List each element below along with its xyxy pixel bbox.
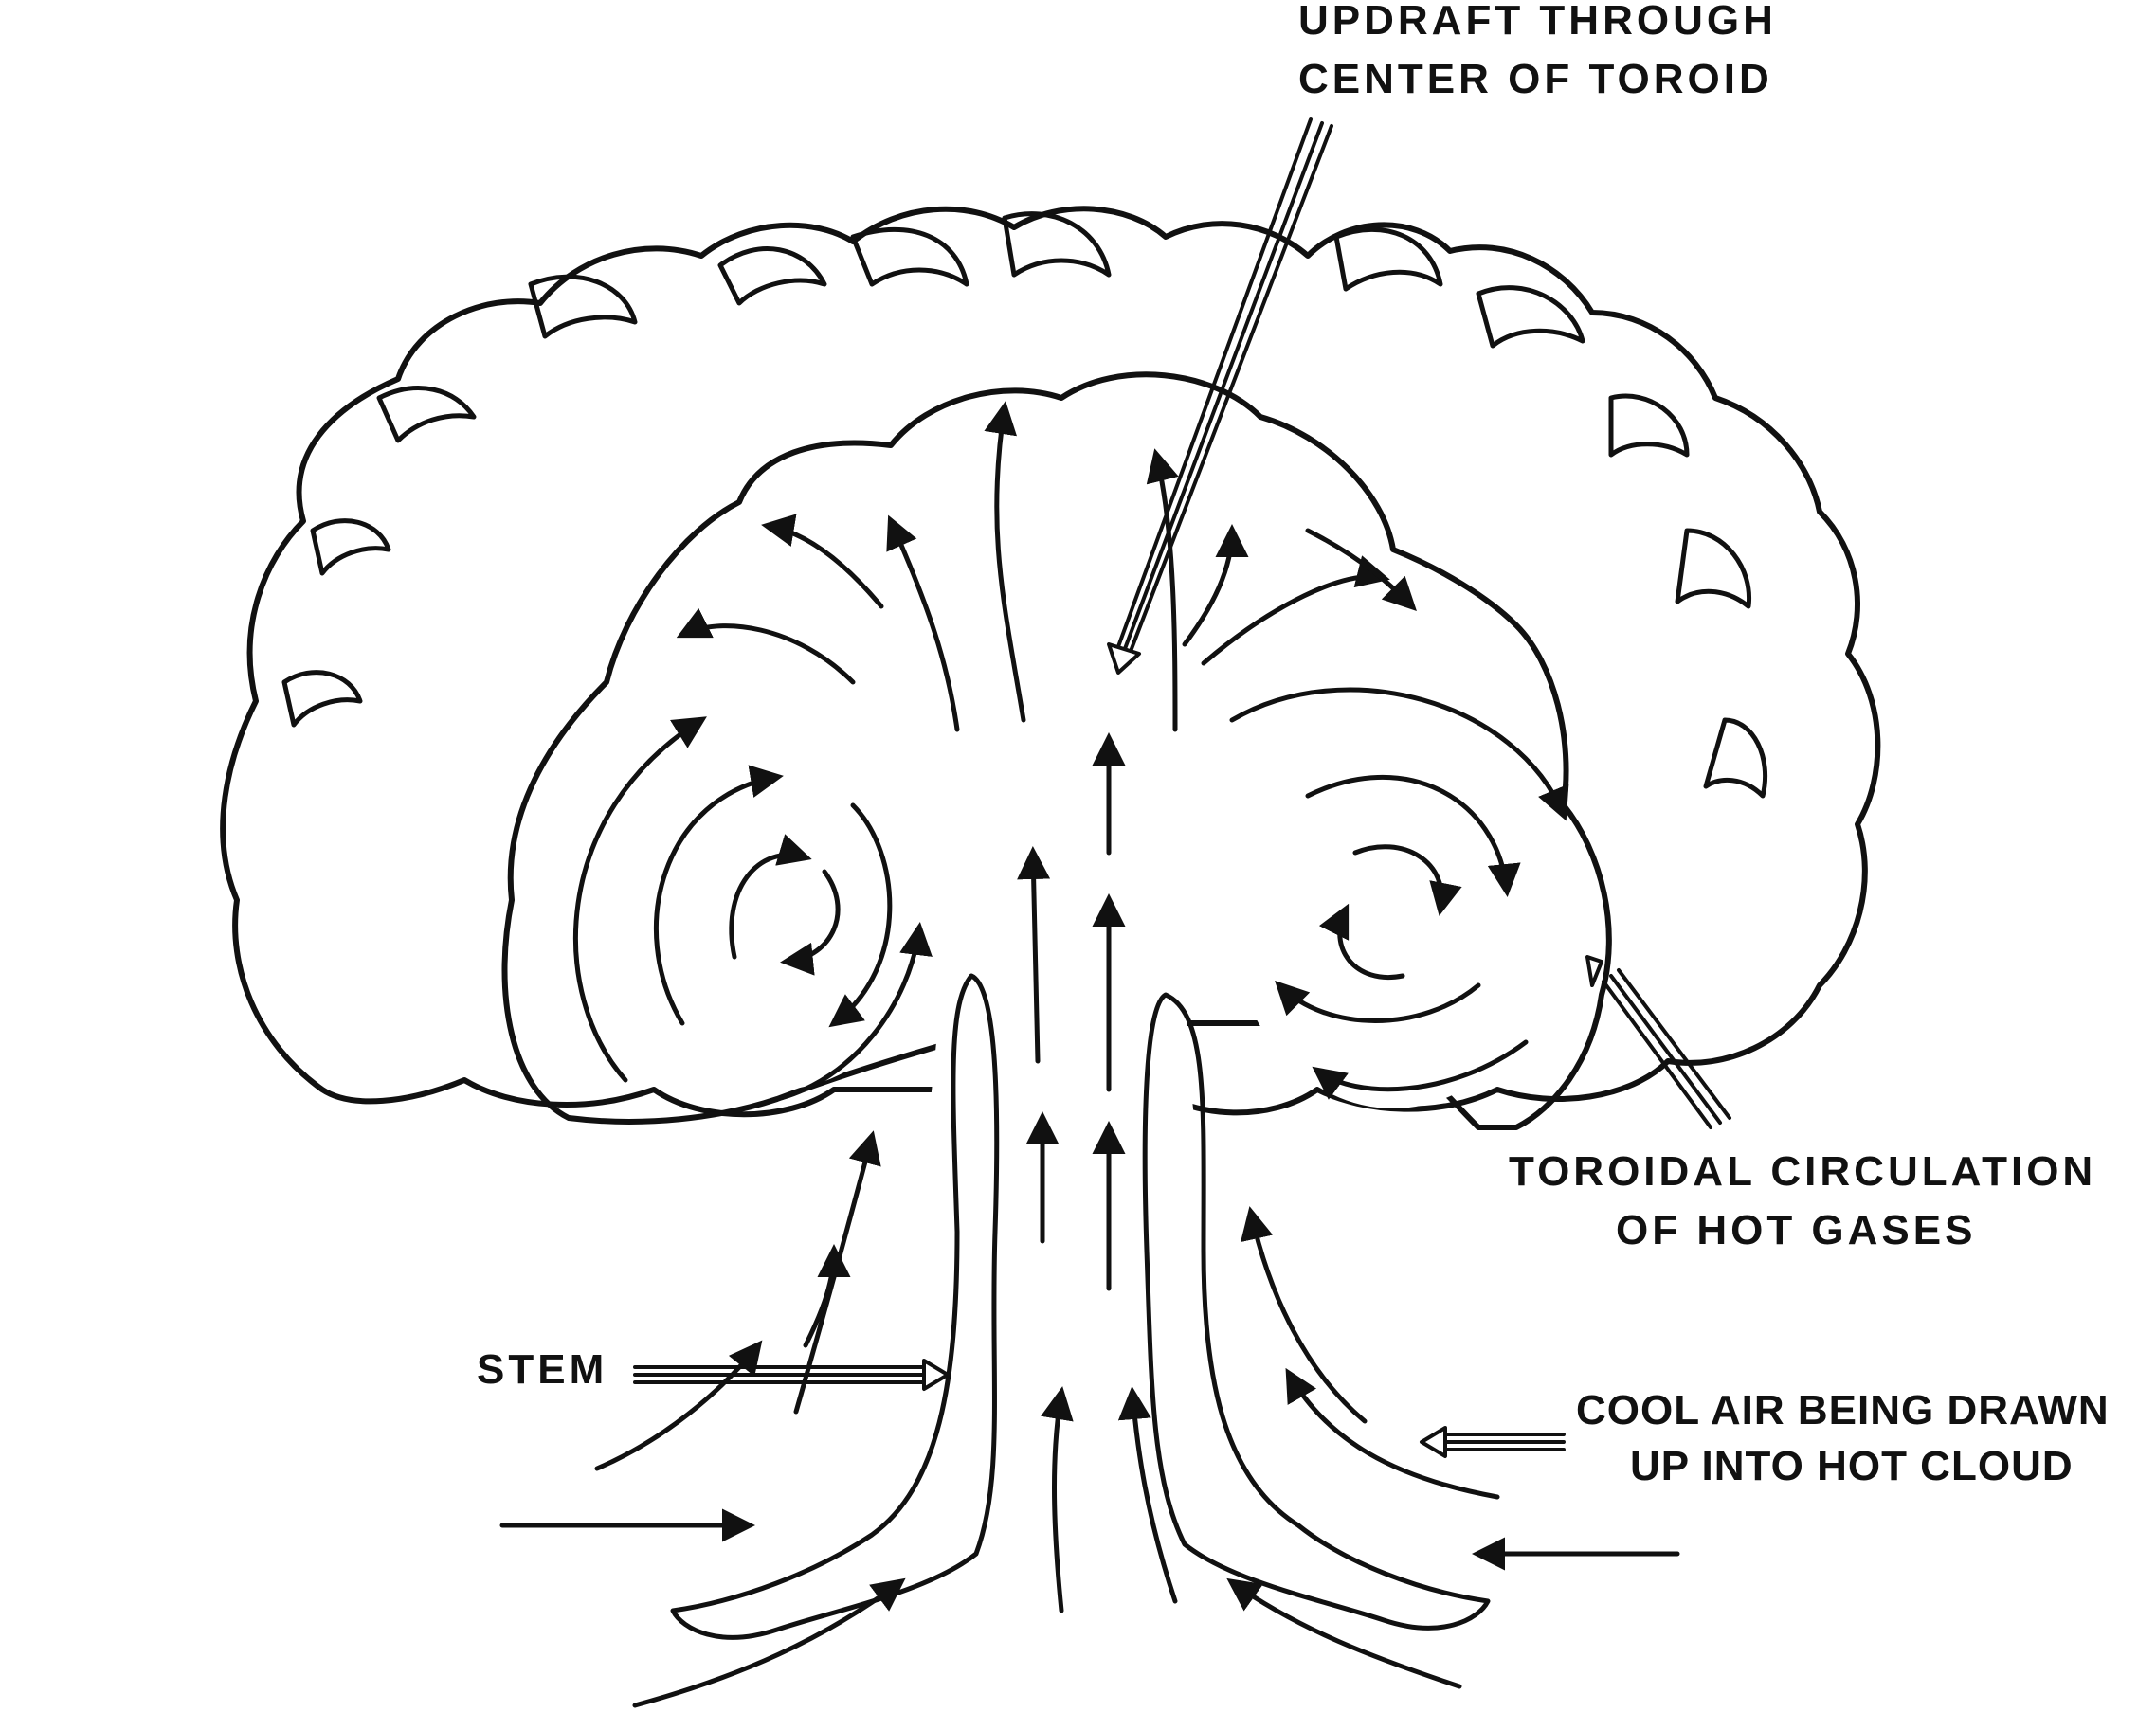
cool-air-arrow-right-1 — [1240, 1206, 1368, 1424]
label-cool-air-line2: UP INTO HOT CLOUD — [1630, 1443, 2074, 1489]
cool-air-arrow-left-3 — [594, 1340, 763, 1471]
left-vortex-arrow-outer — [573, 716, 707, 1083]
right-vortex-arrow-inner — [1352, 844, 1462, 916]
updraft-pointer — [1107, 117, 1333, 675]
updraft-arrow-8 — [1146, 448, 1179, 732]
label-cool-air-line1: COOL AIR BEING DRAWN — [1576, 1387, 2110, 1433]
labels: UPDRAFT THROUGH CENTER OF TOROID TOROIDA… — [477, 0, 2110, 1489]
label-toroidal-line2: OF HOT GASES — [1616, 1207, 1976, 1253]
stem-pointer — [633, 1359, 950, 1391]
label-pointers — [633, 117, 1731, 1458]
right-vortex-arrow-mid-2 — [1275, 981, 1481, 1023]
toroidal-pointer — [1585, 955, 1731, 1129]
label-stem: STEM — [477, 1346, 607, 1393]
label-toroidal-line1: TOROIDAL CIRCULATION — [1509, 1148, 2096, 1195]
right-vortex-arrow-outer — [1229, 687, 1569, 821]
right-vortex-arrow-inner-2 — [1318, 903, 1405, 980]
cool-air-arrow-left-1 — [793, 1130, 881, 1415]
left-arc-upper — [761, 514, 884, 609]
left-vortex-arrow-mid — [653, 765, 784, 1026]
cool-air-arrow-right-2 — [1285, 1367, 1500, 1500]
left-vortex-arrow-inner — [729, 834, 812, 960]
left-vortex-arrow-inner-2 — [780, 869, 841, 976]
right-vortex-core — [1232, 730, 1554, 1108]
left-arc-top — [676, 607, 856, 685]
label-updraft-line2: CENTER OF TOROID — [1298, 56, 1773, 102]
cool-air-arrow-left-5 — [632, 1577, 906, 1708]
cloud-puffs — [281, 211, 1768, 799]
stem-left-wall — [670, 973, 1000, 1640]
central-updraft-column — [929, 627, 1194, 1118]
circulation-arrows — [499, 401, 1680, 1708]
right-arc-upper — [1305, 528, 1417, 611]
left-vortex-arrow-outer-2 — [774, 922, 933, 1102]
right-arc-top — [1201, 555, 1390, 666]
cool-air-pointer — [1420, 1426, 1566, 1458]
stem-column — [670, 973, 1491, 1640]
label-updraft-line1: UPDRAFT THROUGH — [1298, 0, 1777, 44]
right-vortex-arrow-outer-2 — [1312, 1039, 1529, 1100]
right-vortex-arrow-mid — [1305, 774, 1521, 897]
stem-arrow-2 — [1117, 1386, 1178, 1604]
updraft-arrow-9 — [1182, 524, 1249, 647]
updraft-arrow-5 — [1017, 846, 1051, 1064]
stem-arrow-1 — [1041, 1386, 1074, 1613]
left-vortex-arrow-mid-2 — [828, 802, 893, 1028]
cool-air-arrow-left-2 — [803, 1244, 851, 1348]
stem-right-wall — [1142, 992, 1491, 1631]
updraft-arrow-6 — [984, 401, 1026, 723]
updraft-arrow-7 — [886, 514, 960, 732]
cool-air-arrow-right-4 — [1226, 1577, 1462, 1689]
inner-toroid — [501, 371, 1612, 1130]
